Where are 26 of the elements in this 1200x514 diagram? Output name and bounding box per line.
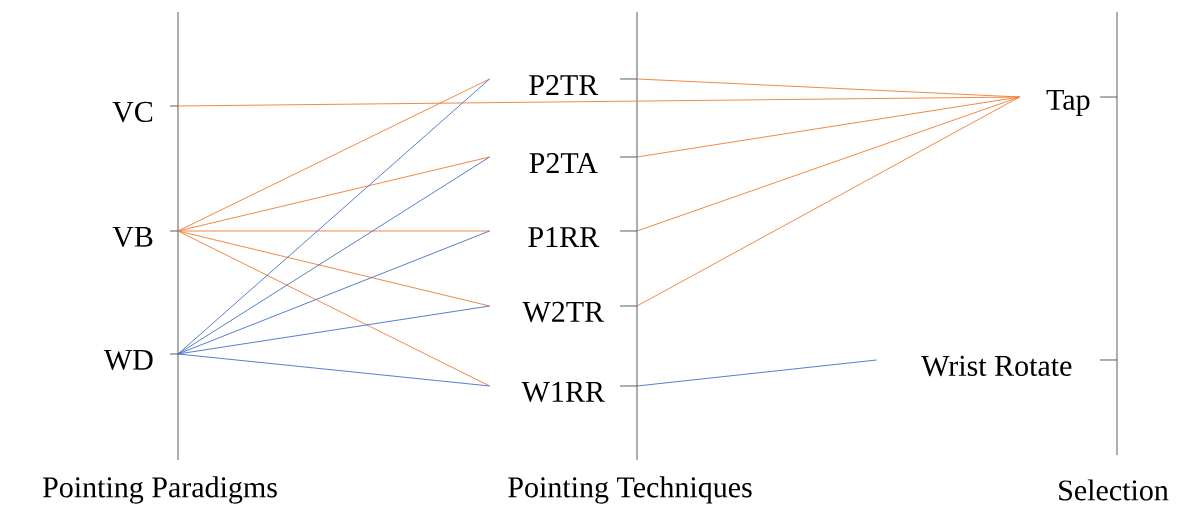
node-label: P2TR (529, 75, 599, 95)
node-label: P1RR (528, 227, 600, 247)
node-label: W2TR (522, 301, 605, 323)
connector-line (177, 78, 491, 232)
node-label: WD (103, 349, 153, 371)
connector-line (636, 359, 878, 387)
node-label: VC (112, 101, 153, 123)
axis-title: Selection (1059, 479, 1169, 501)
node-label: Tap (1046, 90, 1090, 116)
node-label: VB (112, 226, 153, 248)
connector-line (177, 230, 491, 355)
connector-line (177, 353, 491, 387)
connector-line (636, 78, 1021, 98)
connector-line (636, 96, 1021, 158)
connector-line (177, 156, 491, 355)
connector-line (177, 305, 491, 355)
connector-line (177, 230, 491, 387)
node-label: W1RR (521, 381, 605, 403)
connector-line (177, 230, 491, 307)
connector-line (636, 96, 1021, 307)
axis-title: Pointing Paradigms (42, 476, 277, 504)
node-label: P2TA (529, 153, 598, 173)
axis-title: Pointing Techniques (508, 476, 752, 504)
node-label: Wrist Rotate (921, 355, 1072, 377)
connector-line (177, 78, 491, 355)
connector-line (177, 230, 491, 232)
